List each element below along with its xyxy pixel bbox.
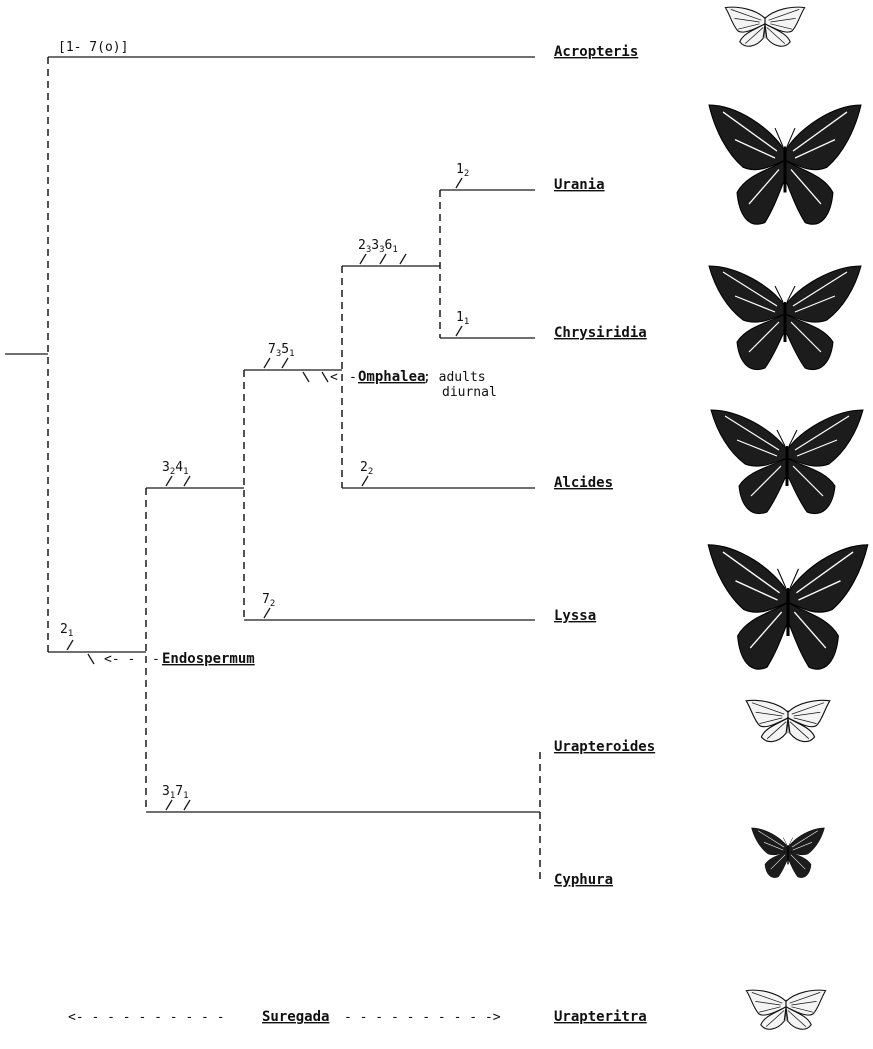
tick — [263, 607, 271, 619]
suregada-arrow-right: - - - - - - - - - -> — [344, 1010, 501, 1025]
omphalea-note: ; adults — [423, 370, 486, 385]
taxon-urapteritra: Urapteritra — [554, 1009, 647, 1025]
tick — [165, 799, 173, 811]
tick — [361, 475, 369, 487]
tick-reversal — [302, 371, 310, 383]
butterfly-urapteritra-icon — [745, 989, 827, 1030]
char-node-2-1: 21 — [60, 622, 73, 639]
char-node-3-1-7-1: 3171 — [162, 784, 189, 801]
taxon-cyphura: Cyphura — [554, 872, 613, 888]
tick — [455, 177, 463, 189]
taxon-acropteris: Acropteris — [554, 44, 638, 60]
omphalea-note-2: diurnal — [442, 385, 497, 400]
hostplant-endospermum: Endospermum — [162, 651, 255, 667]
butterfly-lyssa-icon — [706, 542, 870, 671]
char-urania: 12 — [456, 162, 469, 179]
tick — [165, 475, 173, 487]
tick — [359, 253, 367, 265]
suregada-arrow-left: <- - - - - - - - - - — [68, 1010, 225, 1025]
char-node-2-3-3-3-6-1: 233361 — [358, 238, 398, 255]
characters-acropteris: [1- 7(o)] — [58, 40, 128, 55]
taxon-alcides: Alcides — [554, 475, 613, 491]
char-lyssa: 72 — [262, 592, 275, 609]
tick-reversal — [321, 371, 329, 383]
butterfly-chrysiridia-icon — [707, 264, 863, 372]
tick — [379, 253, 387, 265]
tick — [263, 357, 271, 369]
dash-prefix: - — [349, 370, 357, 385]
tick — [183, 475, 191, 487]
char-chrysiridia: 11 — [456, 310, 469, 327]
char-alcides: 22 — [360, 460, 373, 477]
taxon-urania: Urania — [554, 177, 605, 193]
tick — [281, 357, 289, 369]
tick — [183, 799, 191, 811]
butterfly-acropteris-icon — [724, 6, 806, 47]
hostplant-omphalea: Omphalea — [358, 369, 425, 385]
char-node-7-3-5-1: 7351 — [268, 342, 295, 359]
taxon-lyssa: Lyssa — [554, 608, 596, 624]
hostplant-suregada: Suregada — [262, 1009, 329, 1025]
arrow-omphalea: < — [330, 370, 338, 385]
tick-reversal — [87, 653, 95, 665]
butterfly-cyphura-icon — [750, 827, 826, 879]
tick — [66, 639, 74, 651]
taxon-urapteroides: Urapteroides — [554, 739, 655, 755]
arrow-endospermum: <- - — [104, 652, 135, 667]
butterfly-alcides-icon — [709, 408, 865, 516]
tick — [399, 253, 407, 265]
taxon-chrysiridia: Chrysiridia — [554, 325, 647, 341]
butterfly-urapteroides-icon — [745, 699, 831, 743]
tick — [455, 325, 463, 337]
dash-prefix: - — [152, 652, 160, 667]
butterfly-urania-icon — [707, 103, 863, 226]
char-node-3-2-4-1: 3241 — [162, 460, 189, 477]
